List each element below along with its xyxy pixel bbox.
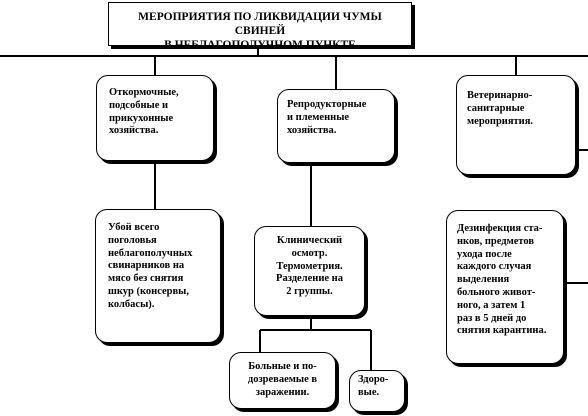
node-fattening-farms: Откормочные, подсобные и прикухонные хоз… <box>96 75 214 161</box>
diagram-title-box: МЕРОПРИЯТИЯ ПО ЛИКВИДАЦИИ ЧУМЫ СВИНЕЙ В … <box>108 2 412 51</box>
node-clinical-exam: Клинический осмотр. Термометрия. Разделе… <box>254 226 365 316</box>
diagram-title: МЕРОПРИЯТИЯ ПО ЛИКВИДАЦИИ ЧУМЫ СВИНЕЙ В … <box>138 11 382 52</box>
node-sick-suspected: Больные и по- дозреваемые в заражении. <box>229 352 336 409</box>
node-slaughter-label: Убой всего поголовья неблагополучных сви… <box>108 222 193 310</box>
node-sick-suspected-label: Больные и по- дозреваемые в заражении. <box>247 361 318 398</box>
node-healthy: Здоро- вые. <box>349 370 405 412</box>
node-breeding-farms: Репродукторные и племенные хозяйства. <box>277 89 395 163</box>
node-fattening-farms-label: Откормочные, подсобные и прикухонные хоз… <box>109 87 179 137</box>
node-vet-sanitary-measures-label: Ветеринарно- санитарные мероприятия. <box>467 90 534 127</box>
node-disinfection-label: Дезинфекция ста- нков, предметов ухода п… <box>457 223 547 337</box>
node-vet-sanitary-measures: Ветеринарно- санитарные мероприятия. <box>456 75 576 175</box>
node-slaughter: Убой всего поголовья неблагополучных сви… <box>95 209 221 343</box>
node-clinical-exam-label: Клинический осмотр. Термометрия. Разделе… <box>276 235 343 298</box>
node-healthy-label: Здоро- вые. <box>358 374 389 398</box>
node-disinfection: Дезинфекция ста- нков, предметов ухода п… <box>446 210 564 364</box>
node-breeding-farms-label: Репродукторные и племенные хозяйства. <box>287 99 367 136</box>
